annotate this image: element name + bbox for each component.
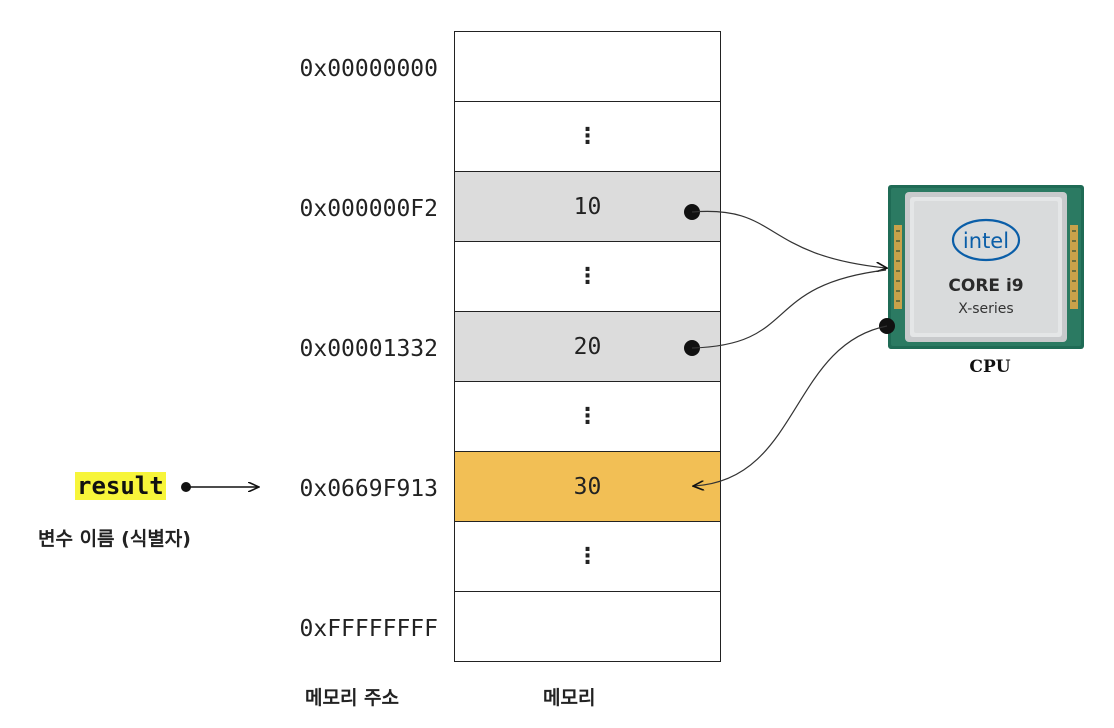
memory-column: ⋮ 10 ⋮ 20 ⋮ 30 ⋮ <box>454 31 721 662</box>
address-label-0: 0x00000000 <box>299 56 438 82</box>
memory-cell-value-30: 30 <box>455 452 720 522</box>
memory-ellipsis-5: ⋮ <box>455 382 720 452</box>
memory-ellipsis-1: ⋮ <box>455 102 720 172</box>
arrow-20-to-cpu <box>691 269 887 349</box>
cpu-chip-icon: intel CORE i9 X-series <box>888 185 1084 349</box>
memory-caption: 메모리 <box>543 687 596 709</box>
arrow-cpu-to-30 <box>694 325 888 486</box>
address-label-8: 0xFFFFFFFF <box>299 616 438 642</box>
address-label-4: 0x00001332 <box>299 336 438 362</box>
address-label-6: 0x0669F913 <box>299 476 438 502</box>
address-label-2: 0x000000F2 <box>299 196 438 222</box>
memory-cell-value-20: 20 <box>455 312 720 382</box>
memory-address-caption: 메모리 주소 <box>305 687 400 709</box>
memory-ellipsis-3: ⋮ <box>455 242 720 312</box>
cpu-brand-text: intel <box>963 229 1009 253</box>
cpu-series-text: X-series <box>958 301 1013 317</box>
variable-name-result: result <box>75 472 166 500</box>
memory-cell-8 <box>455 592 720 662</box>
cpu-label: CPU <box>969 357 1011 377</box>
memory-ellipsis-7: ⋮ <box>455 522 720 592</box>
memory-cell-value-10: 10 <box>455 172 720 242</box>
cpu-model-text: CORE i9 <box>948 276 1023 296</box>
arrow-10-to-cpu <box>691 210 886 268</box>
identifier-caption: 변수 이름 (식별자) <box>38 528 191 550</box>
memory-cell-0 <box>455 32 720 102</box>
